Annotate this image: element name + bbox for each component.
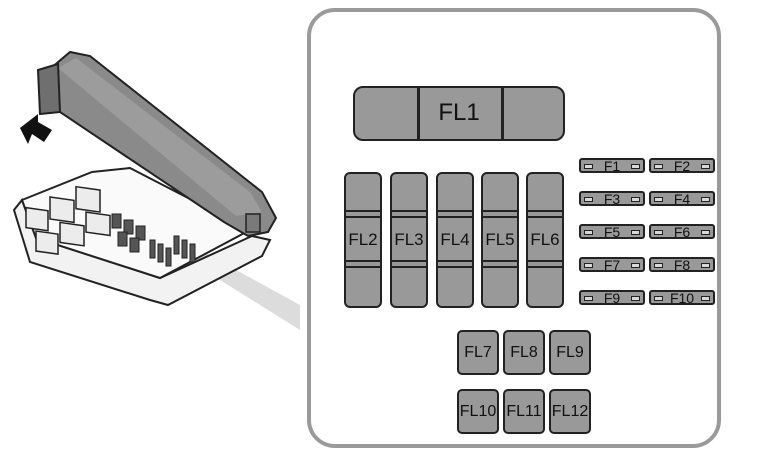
fuse-fl12: FL12 (549, 389, 591, 434)
fuse-f10: F10 (649, 290, 715, 306)
fuse-label: F10 (669, 290, 695, 306)
fuse-fl1: FL1 (353, 86, 565, 141)
fuse-fl11: FL11 (503, 389, 545, 434)
fuse-label: FL2 (348, 230, 378, 249)
fuse-label: FL9 (556, 344, 584, 361)
fuse-label: FL5 (485, 230, 515, 249)
fuse-f1: F1 (579, 158, 645, 174)
open-direction-arrow (20, 114, 52, 144)
fuse-fl8: FL8 (503, 330, 545, 375)
fuse-label: FL11 (506, 403, 542, 420)
fuse-fl6: FL6 (526, 172, 564, 308)
fuse-label: FL3 (394, 230, 424, 249)
fuse-label: F4 (673, 191, 691, 207)
fuse-label: F7 (603, 257, 621, 273)
fuse-label: F2 (673, 158, 691, 174)
box-fuses (111, 213, 196, 267)
fuse-layout-panel: FL1 FL2 FL3 FL4 FL5 FL6 F1 F2 F3 F4 (307, 8, 721, 448)
fuse-f9: F9 (579, 290, 645, 306)
fuse-fl7: FL7 (457, 330, 499, 375)
fuse-f7: F7 (579, 257, 645, 273)
fuse-f6: F6 (649, 224, 715, 240)
fuse-f5: F5 (579, 224, 645, 240)
fuse-label: FL4 (440, 230, 470, 249)
fuse-box-illustration (12, 50, 300, 330)
fuse-label: FL1 (438, 99, 480, 126)
fuse-f8: F8 (649, 257, 715, 273)
fuse-label: F5 (603, 224, 621, 240)
fuse-label: F6 (673, 224, 691, 240)
fuse-label: FL7 (464, 344, 492, 361)
fuse-label: F8 (673, 257, 691, 273)
cover-hinge (245, 213, 261, 233)
fuse-f3: F3 (579, 191, 645, 207)
fuse-fl10: FL10 (457, 389, 499, 434)
fuse-fl5: FL5 (481, 172, 519, 308)
fuse-box-cover-top (58, 58, 262, 216)
cover-latch (36, 62, 62, 116)
fuse-label: F3 (603, 191, 621, 207)
fuse-label: F9 (603, 290, 621, 306)
relay-blocks (25, 185, 111, 256)
fuse-fl2: FL2 (344, 172, 382, 308)
fuse-label: FL6 (530, 230, 560, 249)
fuse-label: F1 (603, 158, 621, 174)
fuse-fl4: FL4 (436, 172, 474, 308)
fuse-label: FL8 (510, 344, 538, 361)
fuse-fl3: FL3 (390, 172, 428, 308)
fuse-f4: F4 (649, 191, 715, 207)
fuse-label: FL10 (459, 403, 497, 420)
fuse-fl9: FL9 (549, 330, 591, 375)
fuse-label: FL12 (551, 403, 589, 420)
fuse-f2: F2 (649, 158, 715, 174)
